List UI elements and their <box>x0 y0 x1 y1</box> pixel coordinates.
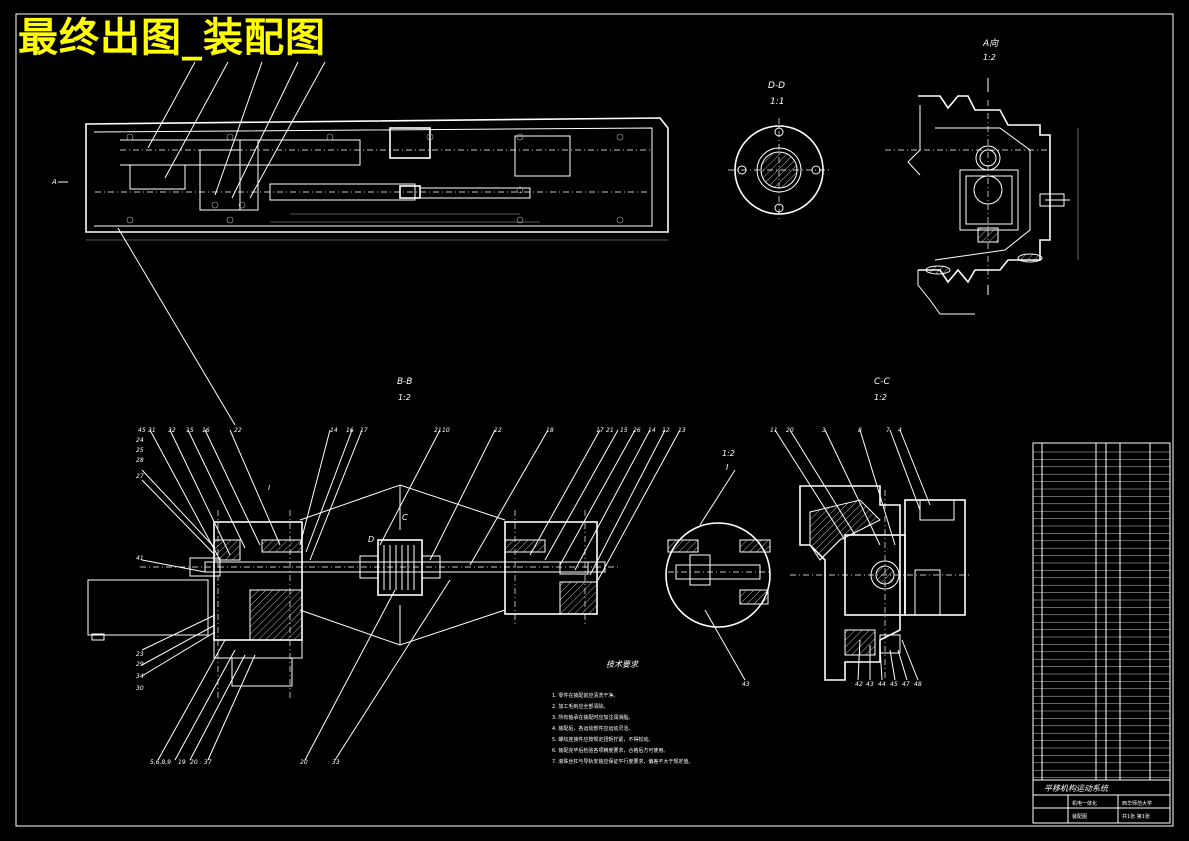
svg-text:21: 21 <box>606 427 614 434</box>
svg-text:28: 28 <box>136 457 144 464</box>
title-block-design-label: 机电一体化 <box>1072 800 1097 807</box>
dd-section-scale: 1:1 <box>770 97 784 107</box>
drawing-title: 最终出图_装配图 <box>18 15 326 61</box>
svg-text:15: 15 <box>186 427 194 434</box>
section-marker-c: C <box>402 513 408 522</box>
svg-text:3: 3 <box>822 427 826 434</box>
svg-text:42: 42 <box>855 681 863 688</box>
top-assembly-view <box>85 61 669 426</box>
tech-requirements-heading: 技术要求 <box>606 660 639 669</box>
tech-requirements-list: 1. 零件在装配前应清洗干净。 2. 加工毛刺应全部清除。 3. 所有轴承在装配… <box>552 692 693 765</box>
tech-req-3: 3. 所有轴承在装配时应加注润滑脂。 <box>552 714 633 721</box>
svg-text:32: 32 <box>168 427 176 434</box>
dd-section-label: D-D <box>768 81 785 91</box>
svg-text:14: 14 <box>648 427 656 434</box>
cc-section-label: C-C <box>874 377 891 387</box>
svg-text:41: 41 <box>136 555 144 562</box>
svg-text:44: 44 <box>878 681 886 688</box>
svg-text:8: 8 <box>858 427 862 434</box>
svg-text:I: I <box>268 484 270 492</box>
svg-text:37: 37 <box>204 759 212 766</box>
svg-text:16: 16 <box>346 427 354 434</box>
svg-text:11: 11 <box>770 427 778 434</box>
a-direction-view <box>885 78 1079 315</box>
title-block-drawing-name: 装配图 <box>1072 813 1087 820</box>
svg-text:5,6,8,9: 5,6,8,9 <box>150 759 171 766</box>
sheet-border <box>15 13 1174 827</box>
title-block-system-name: 平移机构运动系统 <box>1044 784 1109 793</box>
svg-text:29: 29 <box>136 661 144 668</box>
svg-text:17: 17 <box>596 427 604 434</box>
svg-text:26: 26 <box>633 427 641 434</box>
svg-text:17: 17 <box>360 427 368 434</box>
detail-label: I <box>726 463 729 472</box>
a-view-scale: 1:2 <box>983 53 996 62</box>
svg-text:19: 19 <box>178 759 186 766</box>
bb-section-label: B-B <box>397 377 412 387</box>
detail-i-view <box>665 469 771 681</box>
cc-section-scale: 1:2 <box>874 393 887 402</box>
svg-text:4: 4 <box>898 427 902 434</box>
title-block-school: 西华师范大学 <box>1122 800 1152 807</box>
parts-list-table <box>1032 442 1171 824</box>
svg-text:47: 47 <box>902 681 910 688</box>
svg-text:45: 45 <box>890 681 898 688</box>
tech-req-2: 2. 加工毛刺应全部清除。 <box>552 703 608 710</box>
svg-text:24: 24 <box>136 437 144 444</box>
tech-req-7: 7. 滚珠丝杠与导轨安装应保证平行度要求，偏差不大于规定值。 <box>552 758 693 765</box>
svg-text:7: 7 <box>886 427 890 434</box>
svg-text:43: 43 <box>742 681 750 688</box>
svg-text:34: 34 <box>136 673 144 680</box>
svg-text:18: 18 <box>546 427 554 434</box>
svg-text:48: 48 <box>914 681 922 688</box>
svg-text:43: 43 <box>866 681 874 688</box>
svg-text:45: 45 <box>138 427 146 434</box>
svg-text:20: 20 <box>190 759 198 766</box>
svg-text:31: 31 <box>148 427 156 434</box>
tech-req-5: 5. 螺纹连接件应按规定扭矩拧紧，不得松动。 <box>552 736 653 743</box>
svg-text:20: 20 <box>300 759 308 766</box>
detail-scale: 1:2 <box>722 449 735 458</box>
svg-text:27: 27 <box>136 473 144 480</box>
svg-text:12: 12 <box>494 427 502 434</box>
svg-text:15: 15 <box>620 427 628 434</box>
svg-text:16: 16 <box>202 427 210 434</box>
dd-section-view <box>728 118 830 222</box>
svg-text:30: 30 <box>136 685 144 692</box>
svg-text:20: 20 <box>786 427 794 434</box>
tech-req-1: 1. 零件在装配前应清洗干净。 <box>552 692 618 699</box>
title-block-sheet-info: 共1张 第1张 <box>1122 813 1150 820</box>
svg-text:10: 10 <box>442 427 450 434</box>
svg-text:25: 25 <box>136 447 144 454</box>
svg-text:21: 21 <box>434 427 442 434</box>
svg-text:22: 22 <box>234 427 242 434</box>
view-marker-a: A <box>51 178 57 186</box>
section-marker-d: D <box>368 535 374 544</box>
svg-text:23: 23 <box>136 651 144 658</box>
a-view-label: A向 <box>982 38 999 49</box>
svg-text:12: 12 <box>662 427 670 434</box>
svg-text:13: 13 <box>678 427 686 434</box>
svg-text:14: 14 <box>330 427 338 434</box>
tech-req-6: 6. 装配完毕后检验各项精度要求，合格后方可使用。 <box>552 747 668 754</box>
tech-req-4: 4. 装配后，各运动部件应运动灵活。 <box>552 725 633 732</box>
svg-text:33: 33 <box>332 759 340 766</box>
bb-section-scale: 1:2 <box>398 393 411 402</box>
